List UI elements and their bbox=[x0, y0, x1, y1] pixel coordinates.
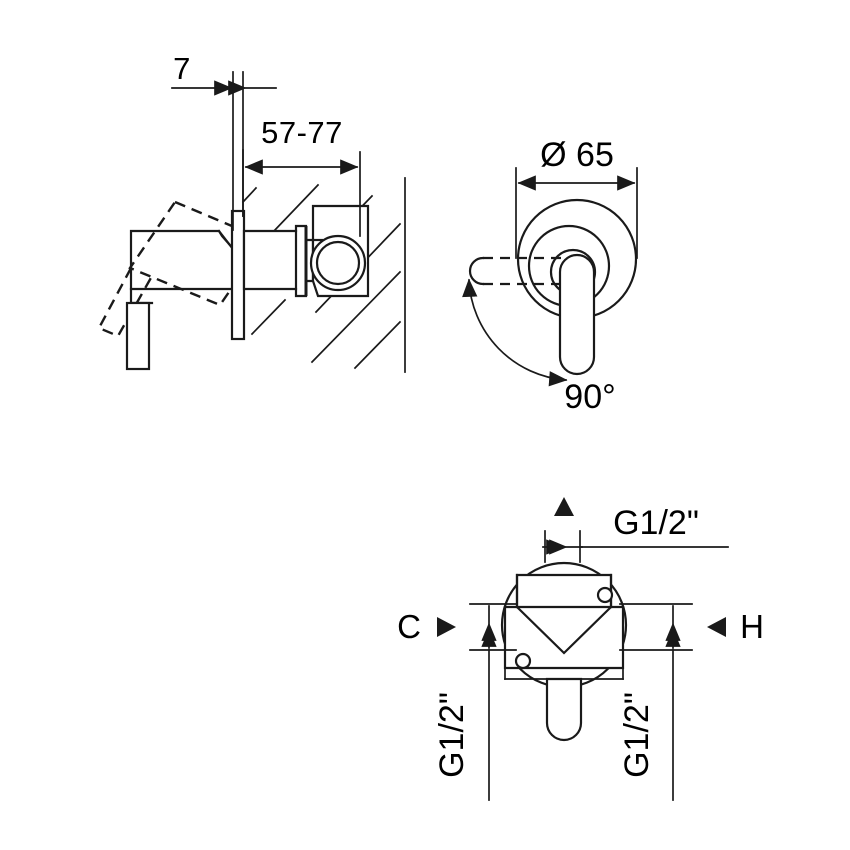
hot-inlet-port: H G1/2" bbox=[618, 603, 764, 801]
thread-label-top: G1/2" bbox=[613, 504, 699, 542]
port-label-hot: H bbox=[740, 608, 764, 645]
bolt-hole-lower-left bbox=[514, 652, 532, 670]
thread-label-left: G1/2" bbox=[433, 692, 471, 778]
up-triangle-icon bbox=[554, 497, 574, 516]
dimension-escutcheon-diameter: Ø 65 bbox=[515, 136, 638, 259]
chevron-v bbox=[515, 605, 613, 655]
left-triangle-icon bbox=[707, 617, 726, 637]
view-side-section: 7 57-77 bbox=[97, 51, 406, 373]
connection-body bbox=[500, 561, 628, 742]
lever-vertical bbox=[558, 253, 596, 376]
stem-spout bbox=[545, 677, 583, 742]
dimension-body-depth: 57-77 bbox=[242, 115, 361, 237]
outlet-elbow bbox=[309, 204, 370, 298]
bolt-hole-upper-right bbox=[596, 586, 614, 604]
rotation-arc-90: 90° bbox=[462, 278, 616, 416]
thread-label-right: G1/2" bbox=[618, 692, 656, 778]
view-connections: G1/2" C bbox=[397, 497, 764, 801]
port-label-cold: C bbox=[397, 608, 421, 645]
dimension-label-7: 7 bbox=[173, 51, 191, 86]
lever-handle-rotated-dashed bbox=[97, 200, 267, 338]
cold-inlet-port: C G1/2" bbox=[397, 603, 517, 801]
valve-body bbox=[242, 224, 315, 298]
dimension-label-diameter-65: Ø 65 bbox=[540, 136, 614, 174]
dimension-label-57-77: 57-77 bbox=[261, 115, 343, 150]
lever-handle bbox=[125, 229, 245, 371]
outlet-port-top: G1/2" bbox=[542, 497, 729, 563]
dimension-label-90-degrees: 90° bbox=[564, 378, 615, 416]
view-front: Ø 65 90° bbox=[462, 136, 638, 416]
right-triangle-icon bbox=[437, 617, 456, 637]
